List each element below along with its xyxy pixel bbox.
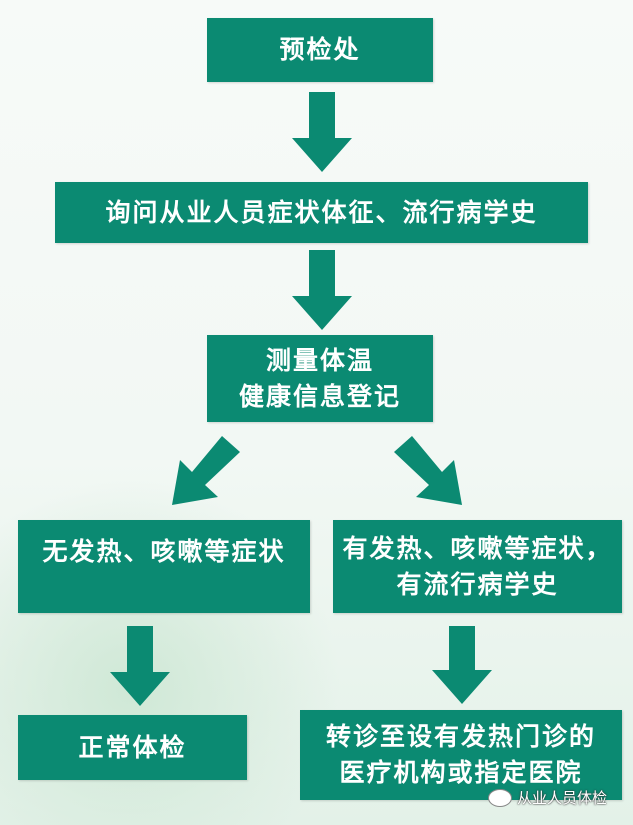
node-inquiry-label: 询问从业人员症状体征、流行病学史: [105, 197, 538, 227]
watermark-text: 从业人员体检: [517, 789, 608, 807]
node-symptom-line2: 有流行病学史: [396, 569, 559, 599]
arrow-diag-right: [394, 436, 462, 505]
node-normal-exam: 正常体检: [18, 715, 247, 780]
node-no-symptom: 无发热、咳嗽等症状: [18, 520, 310, 613]
watermark: 从业人员体检: [488, 787, 628, 808]
arrow-down-right: [432, 626, 492, 704]
node-symptom: 有发热、咳嗽等症状， 有流行病学史: [333, 520, 622, 613]
wechat-icon: [488, 788, 512, 807]
arrow-diag-left: [172, 436, 240, 505]
node-referral-line2: 医疗机构或指定医院: [339, 758, 583, 787]
node-precheck-label: 预检处: [279, 35, 361, 64]
arrow-down-1: [292, 92, 352, 172]
node-precheck: 预检处: [207, 18, 433, 82]
node-referral-line1: 转诊至设有发热门诊的: [325, 722, 596, 751]
node-referral: 转诊至设有发热门诊的 医疗机构或指定医院: [300, 710, 622, 800]
node-no-symptom-label: 无发热、咳嗽等症状: [42, 537, 286, 566]
node-measure: 测量体温 健康信息登记: [207, 335, 433, 422]
arrow-down-left: [110, 626, 170, 706]
arrow-down-2: [292, 250, 352, 330]
node-measure-line2: 健康信息登记: [238, 381, 401, 411]
node-symptom-line1: 有发热、咳嗽等症状，: [342, 533, 613, 563]
node-measure-line1: 测量体温: [265, 345, 374, 375]
node-normal-exam-label: 正常体检: [78, 732, 187, 762]
node-inquiry: 询问从业人员症状体征、流行病学史: [55, 182, 588, 243]
